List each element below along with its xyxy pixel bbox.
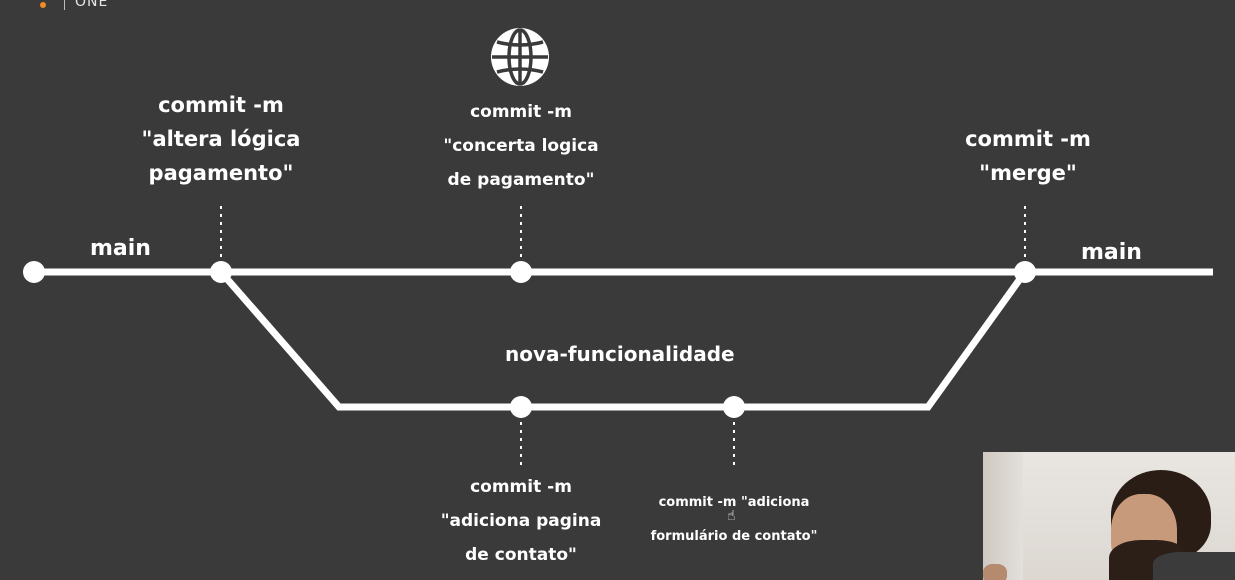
hand-cursor-icon: ☝ — [727, 508, 736, 524]
main-branch-label-right: main — [1081, 240, 1142, 265]
commit-1-line-2: "altera lógica — [141, 127, 301, 151]
main-start-node — [23, 261, 45, 283]
commit-1-line-1: commit -m — [158, 93, 284, 117]
commit-node-2 — [510, 261, 532, 283]
commit-3-line-2: "merge" — [979, 161, 1077, 185]
commit-2-line-1: commit -m — [470, 102, 572, 122]
feature-branch-label: nova-funcionalidade — [505, 342, 735, 366]
commit-5-label: commit -m "adiciona formulário de contat… — [651, 486, 818, 554]
commit-1-line-3: pagamento" — [148, 161, 294, 185]
logo-divider — [64, 0, 65, 10]
logo-text: ONE — [75, 0, 109, 10]
presenter-shirt — [1153, 552, 1235, 580]
commit-node-4 — [510, 396, 532, 418]
webcam-background — [983, 452, 1023, 580]
commit-1-label: commit -m "altera lógica pagamento" — [142, 88, 301, 190]
globe-icon — [491, 28, 549, 86]
commit-3-line-1: commit -m — [965, 127, 1091, 151]
webcam-overlay — [983, 452, 1235, 580]
commit-2-label: commit -m "concerta logica de pagamento" — [443, 95, 598, 197]
commit-5-line-2: formulário de contato" — [650, 529, 818, 544]
commit-2-line-3: de pagamento" — [447, 170, 595, 190]
commit-4-line-3: de contato" — [465, 545, 577, 565]
commit-node-5 — [723, 396, 745, 418]
commit-4-line-1: commit -m — [470, 477, 572, 497]
commit-5-line-1: commit -m "adiciona — [658, 495, 810, 510]
main-branch-label-left: main — [90, 236, 151, 261]
commit-node-3 — [1014, 261, 1036, 283]
commit-node-1 — [210, 261, 232, 283]
logo-mark-icon — [40, 2, 46, 8]
logo: ONE — [40, 0, 108, 10]
commit-4-line-2: "adiciona pagina — [440, 511, 602, 531]
commit-2-line-2: "concerta logica — [443, 136, 599, 156]
commit-4-label: commit -m "adiciona pagina de contato" — [441, 470, 602, 572]
presenter-hand — [983, 564, 1007, 580]
commit-3-label: commit -m "merge" — [965, 122, 1091, 190]
feature-branch-line — [218, 269, 1028, 411]
